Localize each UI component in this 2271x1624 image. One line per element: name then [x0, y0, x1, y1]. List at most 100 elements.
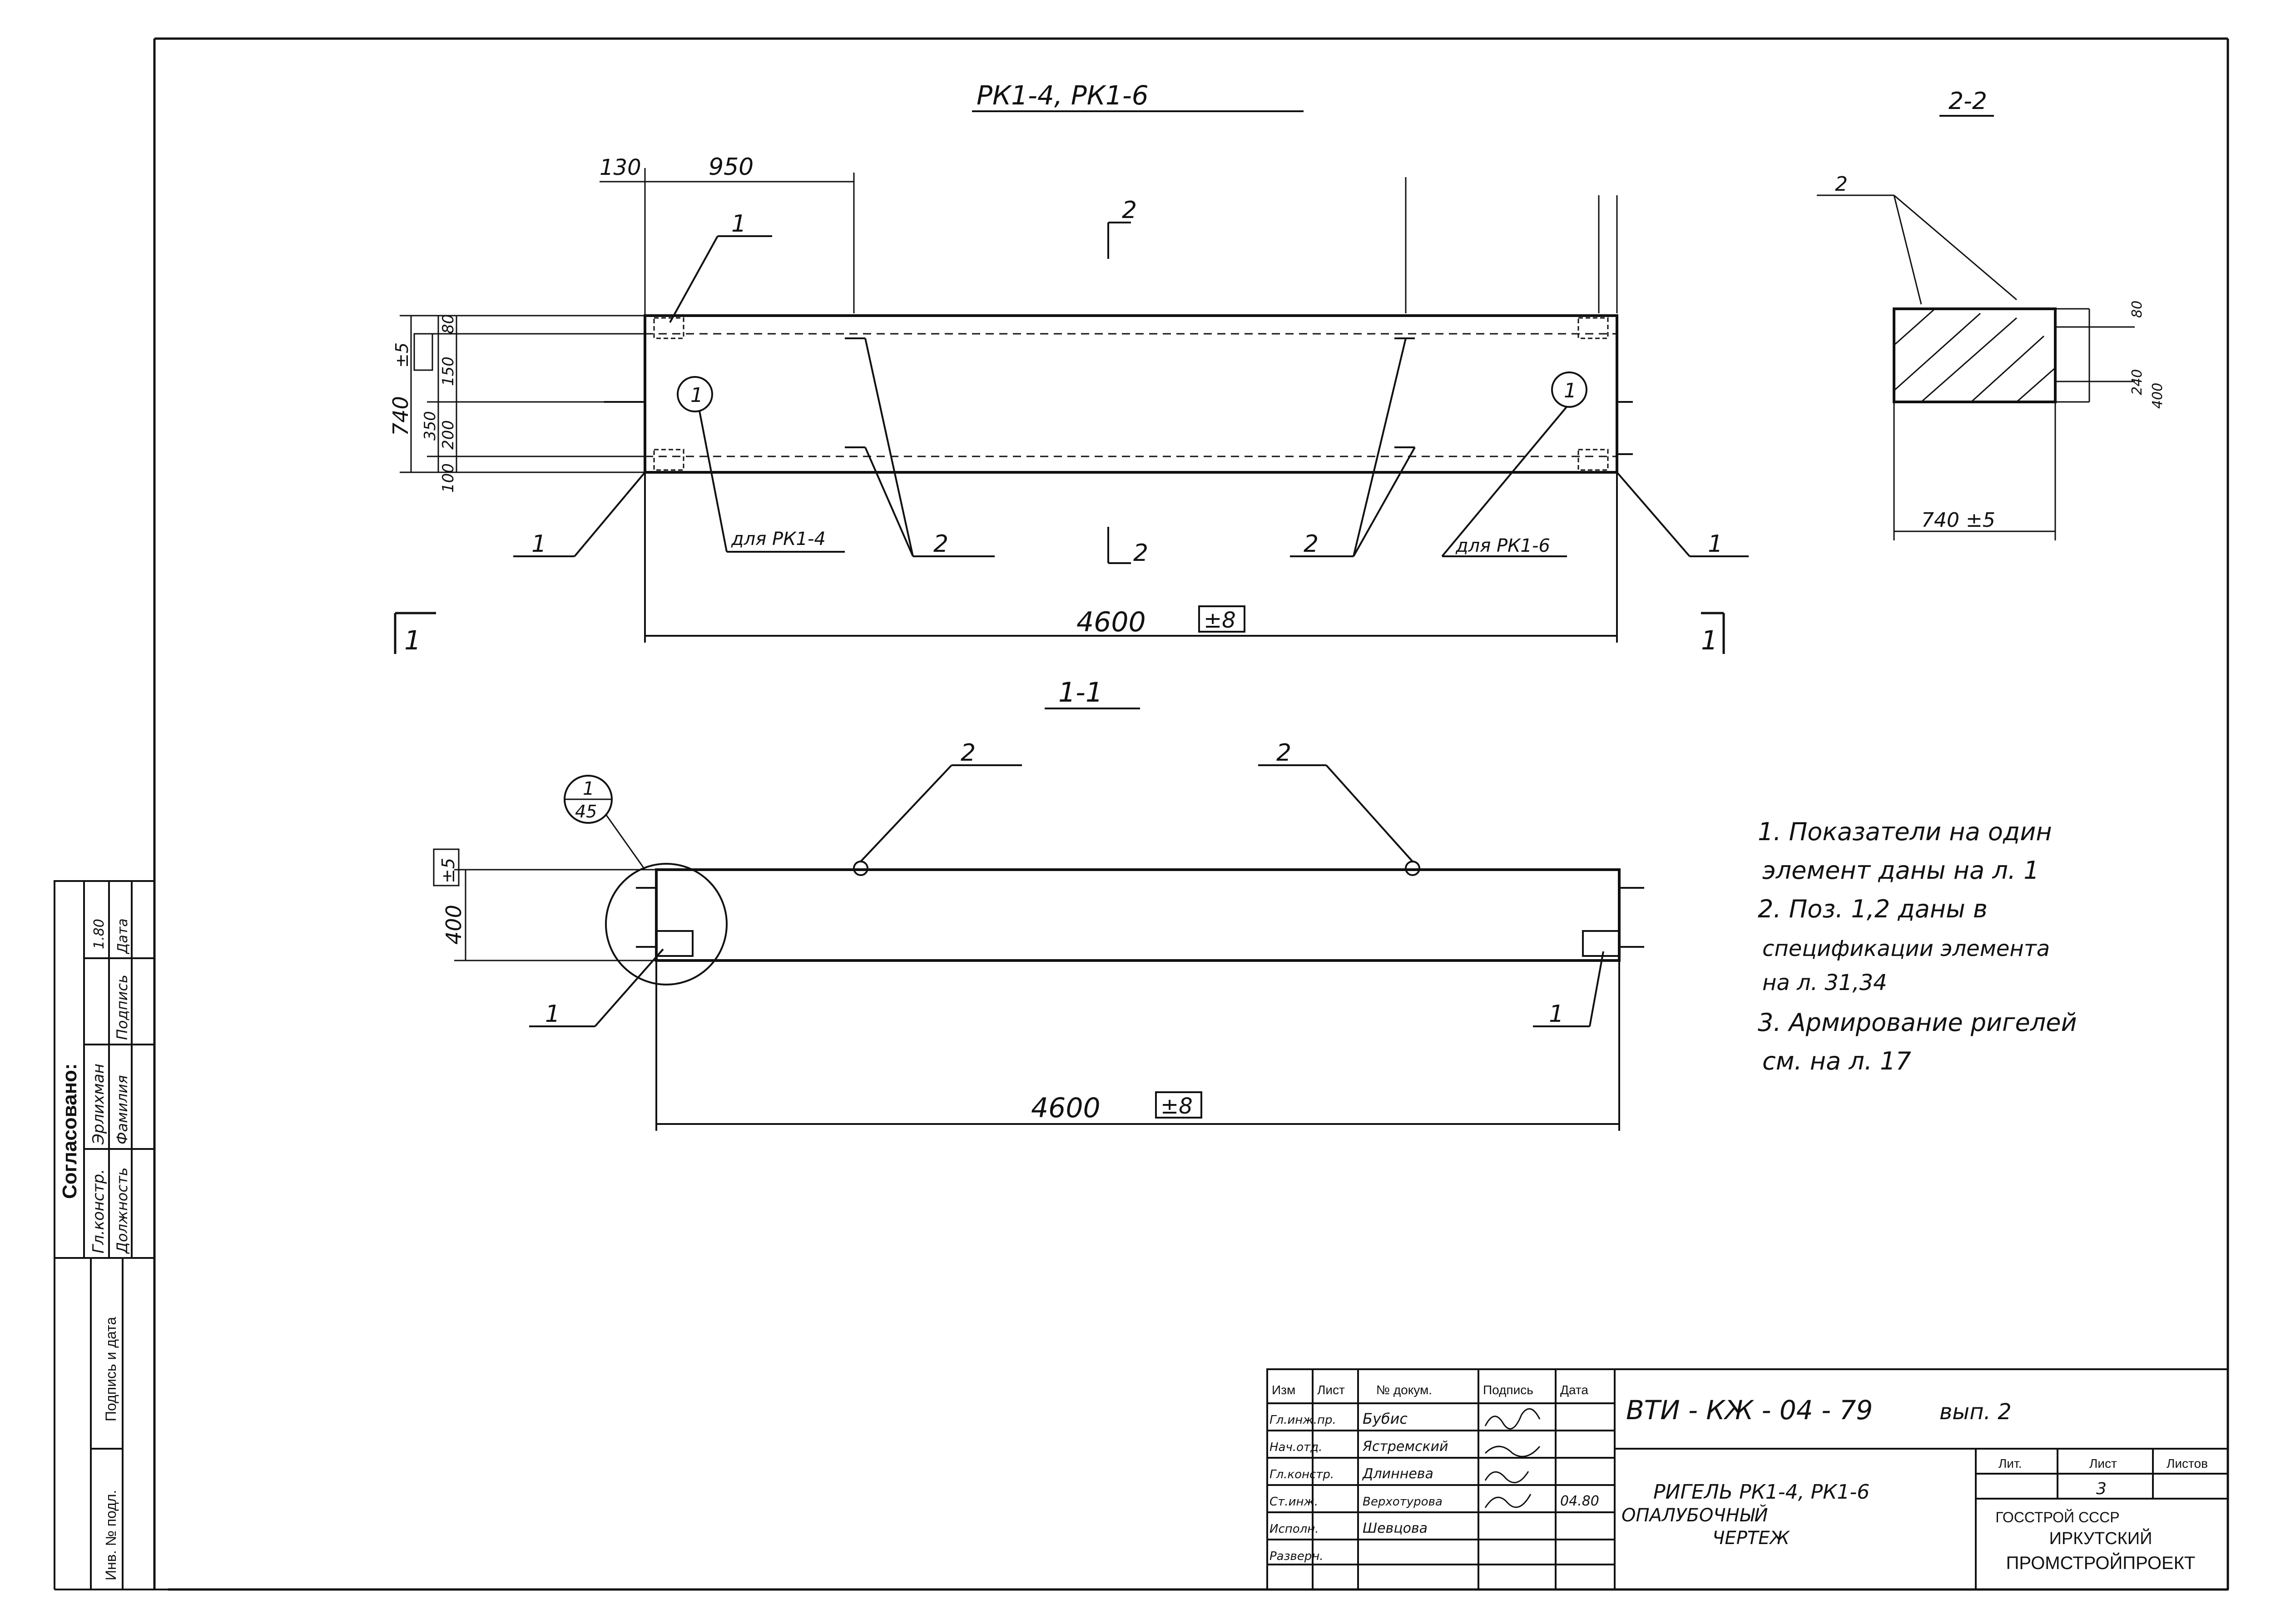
stamp-lower-label: Подпись и дата — [103, 1317, 119, 1421]
tb-role: Исполн. — [1269, 1522, 1319, 1536]
dim-950: 950 — [709, 153, 754, 181]
embedded-plate — [1577, 317, 1609, 339]
general-notes: 1. Показатели на один элемент даны на л.… — [1758, 817, 2077, 1075]
callout-pos2-left: 2 — [933, 530, 948, 558]
section-1-1-pos1-right: 1 — [1549, 1000, 1564, 1028]
doc-issue: вып. 2 — [1939, 1399, 2012, 1425]
note-line: на л. 31,34 — [1762, 970, 1887, 995]
detail-marker-right — [1551, 371, 1587, 408]
detail-ref-circle — [564, 775, 613, 824]
section-1-1-length-tol: ±8 — [1160, 1094, 1193, 1119]
tb-name: Длиннева — [1362, 1466, 1433, 1482]
dim-80: 80 — [439, 314, 457, 334]
tb-header: Дата — [1560, 1383, 1588, 1397]
tb-role: Разверн. — [1269, 1550, 1324, 1563]
stage-label: Лит. — [1998, 1456, 2022, 1471]
stamp-cell: Фамилия — [114, 1075, 131, 1144]
stamp-cell: Гл.констр. — [89, 1169, 108, 1253]
cut-mark-right: 1 — [1701, 625, 1718, 656]
tb-role: Нач.отд. — [1269, 1441, 1322, 1454]
dim-200: 200 — [439, 420, 457, 450]
tb-role: Гл.констр. — [1269, 1468, 1334, 1481]
embedded-plate — [653, 317, 684, 339]
tb-name: Верхотурова — [1363, 1495, 1443, 1509]
elevation-view: РК1-4, РК1-6 — [388, 80, 1749, 656]
section-2-2-dim-400: 400 — [2150, 383, 2166, 409]
tb-header: Изм — [1272, 1383, 1295, 1397]
callout-pos1-top: 1 — [731, 210, 746, 238]
tb-header: Лист — [1317, 1383, 1345, 1397]
section-1-1-height-tol: ±5 — [438, 858, 458, 883]
section-1-1-height: 400 — [441, 905, 466, 945]
dim-150: 150 — [439, 356, 457, 386]
callout-for-rk1-4: для РК1-4 — [731, 529, 826, 550]
doc-code: ВТИ - КЖ - 04 - 79 — [1626, 1395, 1873, 1426]
detail-marker-right-label: 1 — [1564, 379, 1577, 402]
section-2-2-outline — [1893, 307, 2057, 403]
tb-name: Ястремский — [1362, 1439, 1448, 1455]
signature — [1484, 1408, 1541, 1508]
section-2-2: 2-2 2 740 ±5 80 240 400 — [1817, 88, 2166, 540]
org-line-1: ГОССТРОЙ СССР — [1995, 1509, 2119, 1525]
section-2-2-dim-80: 80 — [2129, 301, 2145, 318]
tb-header: Подпись — [1483, 1383, 1533, 1397]
section-1-1-pos1-left: 1 — [545, 1000, 560, 1028]
dim-350: 350 — [421, 411, 439, 441]
tb-name: Шевцова — [1363, 1520, 1428, 1536]
section-2-2-width: 740 ±5 — [1921, 509, 1995, 532]
tb-name: Бубис — [1363, 1410, 1408, 1427]
embedded-plate — [653, 449, 684, 471]
section-1-1-pos2-b: 2 — [1276, 739, 1291, 767]
sheets-label: Листов — [2167, 1456, 2208, 1471]
dim-740-tol: ±5 — [392, 342, 412, 368]
org-line-2: ИРКУТСКИЙ — [2049, 1528, 2152, 1548]
section-1-1-outline — [655, 868, 1621, 962]
callout-pos1-right: 1 — [1708, 530, 1723, 558]
note-line: 1. Показатели на один — [1758, 817, 2052, 846]
title-block: Изм Лист № докум. Подпись Дата Гл.инж.пр… — [1266, 1368, 2229, 1590]
callout-pos1-left: 1 — [531, 530, 546, 558]
detail-marker-left-label: 1 — [690, 384, 703, 407]
sheet-label: Лист — [2089, 1456, 2117, 1471]
stamp-cell: 1.80 — [91, 919, 107, 949]
element-name-2: ОПАЛУБОЧНЫЙ — [1621, 1504, 1768, 1526]
dim-100: 100 — [439, 463, 457, 493]
tb-role: Гл.инж.пр. — [1269, 1413, 1336, 1427]
section-1-1-title: 1-1 — [1058, 677, 1103, 708]
embedded-plate — [1577, 449, 1609, 471]
tb-header: № докум. — [1376, 1383, 1432, 1397]
section-mark-2-bottom: 2 — [1133, 540, 1148, 567]
stamp-lower-label: Инв. № подл. — [103, 1490, 119, 1580]
elevation-title: РК1-4, РК1-6 — [977, 80, 1149, 111]
stamp-cell: Эрлихман — [89, 1064, 108, 1145]
dim-740: 740 — [388, 396, 413, 436]
org-line-3: ПРОМСТРОЙПРОЕКТ — [2006, 1552, 2196, 1573]
detail-marker-left — [677, 376, 713, 412]
cut-mark-left: 1 — [404, 625, 421, 656]
detail-ref-top: 1 — [583, 778, 594, 799]
stamp-title: Согласовано: — [59, 1063, 81, 1199]
section-2-2-pos: 2 — [1835, 173, 1848, 196]
detail-ref-bottom: 45 — [575, 802, 597, 822]
note-line: 2. Поз. 1,2 даны в — [1758, 895, 1988, 923]
section-2-2-dim-240: 240 — [2129, 369, 2145, 395]
section-1-1: 1-1 1 45 400 ±5 — [433, 677, 1644, 1131]
callout-for-rk1-6: для РК1-6 — [1455, 535, 1550, 556]
sheet-frame — [153, 37, 2229, 1591]
stamp-cell: Подпись — [114, 975, 131, 1040]
note-line: спецификации элемента — [1762, 936, 2050, 961]
stamp-cell: Должность — [114, 1168, 131, 1254]
section-mark-2-top: 2 — [1122, 197, 1137, 224]
element-name-3: ЧЕРТЕЖ — [1712, 1528, 1790, 1549]
elevation-length-tol: ±8 — [1204, 608, 1236, 633]
beam-outline — [644, 314, 1618, 474]
note-line: см. на л. 17 — [1762, 1047, 1911, 1075]
tb-role: Ст.инж. — [1269, 1495, 1318, 1509]
element-name-1: РИГЕЛЬ РК1-4, РК1-6 — [1653, 1480, 1869, 1504]
sheet-number: 3 — [2096, 1480, 2107, 1498]
note-line: 3. Армирование ригелей — [1758, 1008, 2077, 1037]
detail-circle — [605, 863, 728, 985]
section-1-1-length: 4600 — [1031, 1092, 1101, 1124]
side-stamp: Согласовано: Гл.констр. Эрлихман 1.80 До… — [54, 880, 168, 1590]
